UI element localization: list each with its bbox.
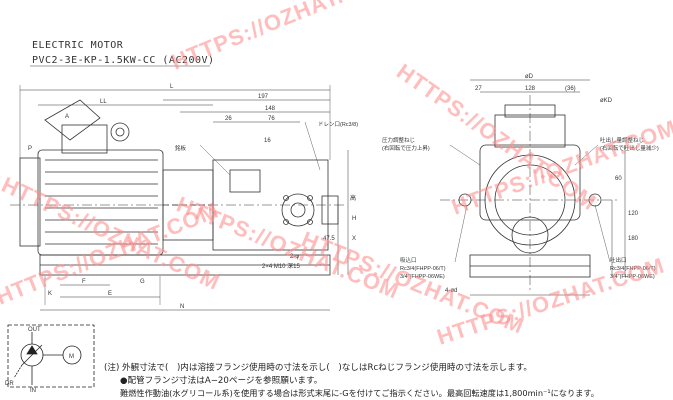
hydraulic-symbol [7,324,95,388]
label-discharge-rc: Rc3/4(FHPP-06/T) [610,266,656,272]
pump-compensator [229,169,261,193]
dim-27: 27 [475,86,482,92]
note-line-2: ●配管フランジ寸法はA−20ページを参照願います。 [120,376,323,386]
dim-2phi: 2-φ [290,254,299,260]
handwritten-line-1: ELECTRIC MOTOR [32,40,124,51]
dim-A: A [65,114,69,120]
label-discharge: 吐出口 [610,256,627,264]
label-flow-adj: 吐出し量調整ねじ [600,136,644,144]
label-flow-adj-sub: (右回転で吐出し量減少) [600,144,659,152]
terminal-box [61,124,108,154]
dim-E: E [108,291,112,297]
dim-LL: LL [100,99,107,105]
pump-end-cap [321,195,339,225]
label-drain: ドレン口(Rc3/8) [318,121,358,128]
dim-F: F [82,279,86,285]
watermark: HTTPS://OZHAT.COM [168,0,398,75]
note-line-1: (注) 外観寸法で( )内は溶接フランジ使用時の寸法を示し( )なしはRcねじフ… [104,363,532,373]
dim-P: P [28,146,32,152]
dim-H: H [352,216,356,222]
note-line-3: 難燃性作動油(水グリコール系)を使用する場合は形式末尾に-Gを付けてご指示くださ… [120,388,599,398]
symbol-motor: M [69,354,74,360]
motor-fan-cover [19,157,41,247]
dim-76: 76 [268,116,275,122]
side-view [10,85,349,311]
dim-26: 26 [225,116,232,122]
dim-148: 148 [265,106,276,112]
dim-X: X [352,236,356,242]
dim-197: 197 [258,94,269,100]
symbol-in: IN [30,388,36,394]
dim-phiKD: øKD [600,98,613,104]
symbol-frame [7,324,95,388]
dim-128: 128 [525,86,536,92]
symbol-dr: DR [5,381,14,387]
symbol-out: OUT [28,327,41,333]
dim-L: L [170,84,174,90]
label-pressure-adj-sub: (右回転で圧力上昇) [382,144,430,152]
dim-K: K [48,291,52,297]
dim-G: G [140,279,145,285]
label-suction-sub: 3/4"(FHPP-06WE) [400,274,445,280]
label-gauge: 銘板 [175,144,187,152]
dim-180: 180 [628,236,639,242]
dim-47-5: 47.5 [323,236,335,242]
pump-symbol-arrow [26,345,38,355]
front-view [440,79,626,296]
dim-N: N [180,304,184,310]
watermarks: HTTPS://OZHAT.COM HTTPS://OZHAT.COM HTTP… [0,0,673,350]
pump-port-flange [281,193,315,227]
motor-cable-gland [44,99,101,141]
dim-holes: 2×4 M10 深15 [262,262,301,270]
dim-phiD: øD [525,74,534,80]
dim-120: 120 [628,211,639,217]
label-pressure-adj: 圧力調整ねじ [382,136,415,144]
label-suction-rc: Rc3/4(FHPP-06/T) [400,266,446,272]
dim-36: (36) [565,86,576,92]
dim-4phid: 4-ød [445,288,457,294]
dim-60: 60 [615,176,622,182]
lifting-eye [110,122,130,142]
label-suction: 吸込口 [400,256,417,264]
dim-16: 16 [264,138,271,144]
dim-height-label: 高 [350,194,356,202]
handwritten-line-2: PVC2-3E-KP-1.5KW-CC (AC200V) [32,55,215,66]
label-discharge-sub: 3/4"(FHPP-06WE) [610,274,655,280]
